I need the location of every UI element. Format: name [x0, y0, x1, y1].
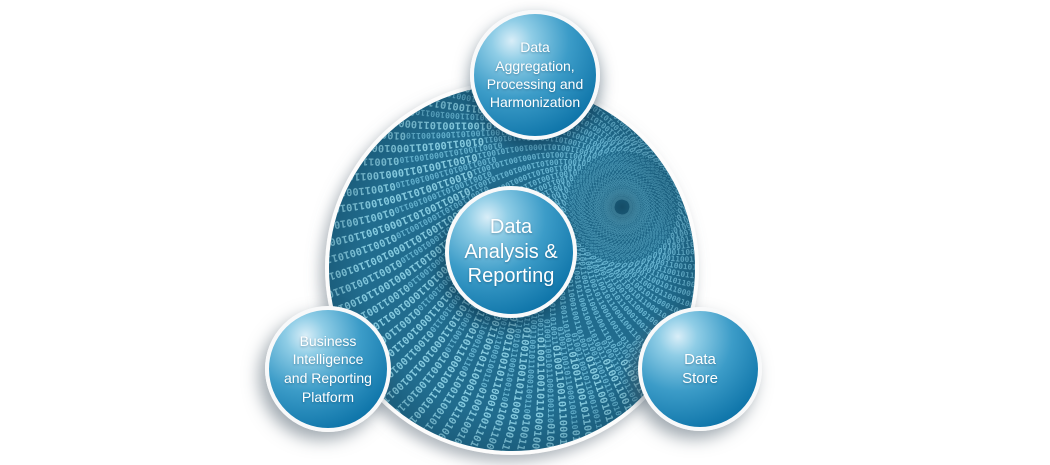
svg-text:01001100101100010: 01001100101100010	[828, 297, 932, 337]
svg-text:010011001011000100110100110001: 010011001011000100110100110001	[614, 0, 662, 59]
svg-text:01001100101100010: 01001100101100010	[776, 0, 846, 46]
svg-text:01001100101100010: 01001100101100010	[815, 320, 916, 371]
svg-text:010011001011000100110: 010011001011000100110	[747, 225, 850, 260]
svg-text:01001100101100010: 01001100101100010	[822, 39, 914, 109]
svg-text:01001100101100010: 01001100101100010	[848, 180, 954, 208]
svg-text:01001100101100010: 01001100101100010	[671, 425, 721, 465]
svg-text:01001100101100010: 01001100101100010	[735, 0, 786, 14]
svg-text:01001100101100010: 01001100101100010	[395, 0, 481, 36]
svg-text:010011001011000100110100110001: 010011001011000100110100110001	[770, 199, 955, 247]
svg-text:01001100101100010: 01001100101100010	[423, 0, 501, 20]
node-data-store: Data Store	[638, 307, 762, 431]
svg-text:01001100101100010011010011: 01001100101100010011010011	[671, 68, 696, 190]
svg-text:01001100101100010: 01001100101100010	[620, 433, 648, 465]
svg-text:010011001011000100110: 010011001011000100110	[665, 0, 689, 88]
svg-text:01001100101100010011010011: 01001100101100010011010011	[676, 97, 736, 209]
svg-text:01001100101100010: 01001100101100010	[595, 432, 613, 465]
svg-text:010011001011000100110100110001: 010011001011000100110100110001	[760, 261, 948, 284]
node-business-intelligence-label: Business Intelligence and Reporting Plat…	[284, 332, 372, 405]
svg-text:010011001011000100110100110001: 010011001011000100110100110001	[768, 56, 923, 177]
svg-text:01001100101100010: 01001100101100010	[764, 378, 850, 456]
svg-text:010011001011000100110100110001: 010011001011000100110100110001	[676, 0, 699, 69]
svg-text:01001100101100010: 01001100101100010	[832, 72, 930, 132]
svg-text:01001100101100010: 01001100101100010	[312, 77, 416, 117]
svg-text:010011001011000100110100110001: 010011001011000100110100110001	[698, 0, 734, 77]
svg-text:010011001011000100110: 010011001011000100110	[705, 0, 722, 105]
svg-text:010011001011000100110: 010011001011000100110	[751, 102, 829, 184]
svg-text:010011001011000100110100110001: 010011001011000100110100110001	[712, 0, 768, 88]
svg-text:010011001011000100110100110001: 010011001011000100110100110001	[773, 125, 947, 212]
svg-text:01001100101100010011010011: 01001100101100010011010011	[675, 86, 723, 203]
svg-text:01001100101100010: 01001100101100010	[712, 0, 752, 1]
node-business-intelligence: Business Intelligence and Reporting Plat…	[265, 306, 391, 432]
svg-text:010011001011000100110: 010011001011000100110	[614, 0, 660, 78]
svg-text:010011001011000100110: 010011001011000100110	[726, 25, 766, 128]
node-data-store-label: Data Store	[682, 350, 718, 388]
svg-text:01001100101100010: 01001100101100010	[783, 361, 875, 431]
svg-text:01001100101100010: 01001100101100010	[743, 394, 821, 465]
svg-text:010011001011000100110100110001: 010011001011000100110100110001	[747, 0, 859, 128]
svg-text:010011001011000100110100110001: 010011001011000100110100110001	[752, 283, 939, 319]
svg-text:010011001011000100110: 010011001011000100110	[754, 174, 850, 230]
svg-text:010011001011000100110100110001: 010011001011000100110100110001	[725, 0, 801, 100]
svg-text:01001100101100010: 01001100101100010	[454, 0, 524, 7]
svg-text:01001100101100010: 01001100101100010	[846, 143, 950, 182]
node-data-analysis-reporting-label: Data Analysis & Reporting	[464, 216, 558, 288]
svg-text:01001100101100010011010011: 01001100101100010011010011	[668, 61, 686, 184]
svg-text:010011001011000100110100110001: 010011001011000100110100110001	[766, 233, 954, 264]
svg-text:010011001011000100110: 010011001011000100110	[741, 60, 801, 155]
svg-text:01001100101100010: 01001100101100010	[369, 0, 461, 53]
svg-text:010011001011000100110: 010011001011000100110	[747, 80, 816, 169]
svg-text:010011001011000100110: 010011001011000100110	[754, 149, 845, 215]
svg-text:01001100101100010: 01001100101100010	[793, 0, 871, 65]
svg-text:010011001011000100110: 010011001011000100110	[689, 0, 702, 95]
svg-text:01001100101100010: 01001100101100010	[847, 216, 953, 234]
svg-text:010011001011000100110100110001: 010011001011000100110100110001	[772, 162, 952, 230]
svg-text:01001100101100010: 01001100101100010	[347, 12, 444, 73]
svg-text:01001100101100010011010011: 01001100101100010011010011	[673, 77, 708, 197]
svg-text:01001100101100010: 01001100101100010	[838, 273, 943, 302]
node-data-aggregation: Data Aggregation, Processing and Harmoni…	[470, 10, 600, 140]
svg-text:010011001011000100110: 010011001011000100110	[724, 290, 829, 307]
svg-text:01001100101100010: 01001100101100010	[800, 341, 897, 402]
svg-text:010011001011000100110100110001: 010011001011000100110100110001	[648, 0, 679, 63]
svg-text:010011001011000100110: 010011001011000100110	[716, 11, 745, 115]
svg-text:01001100101100010: 01001100101100010	[840, 107, 942, 157]
svg-text:010011001011000100110: 010011001011000100110	[734, 41, 784, 140]
svg-text:01001100101100010: 01001100101100010	[327, 44, 428, 95]
svg-text:010011001011000100110: 010011001011000100110	[741, 250, 845, 274]
svg-text:010011001011000100110: 010011001011000100110	[751, 199, 851, 245]
svg-text:01001100101100010: 01001100101100010	[844, 247, 950, 265]
svg-text:010011001011000100110100110001: 010011001011000100110100110001	[771, 90, 937, 195]
svg-text:01001100101100010: 01001100101100010	[756, 0, 817, 29]
svg-text:010011001011000100110100110001: 010011001011000100110100110001	[756, 0, 884, 144]
svg-text:010011001011000100110100110001: 010011001011000100110100110001	[737, 0, 832, 113]
svg-text:01001100101100010: 01001100101100010	[809, 8, 895, 86]
svg-text:010011001011000100110100110001: 010011001011000100110100110001	[741, 297, 925, 353]
node-data-analysis-reporting: Data Analysis & Reporting	[445, 186, 577, 318]
svg-text:010011001011000100110: 010011001011000100110	[754, 125, 839, 200]
svg-text:010011001011000100110: 010011001011000100110	[640, 0, 675, 82]
svg-text:01001100101100010: 01001100101100010	[646, 431, 685, 465]
node-data-aggregation-label: Data Aggregation, Processing and Harmoni…	[486, 39, 584, 111]
svg-text:010011001011000100110100110001: 010011001011000100110100110001	[763, 23, 905, 160]
svg-text:010011001011000100110: 010011001011000100110	[734, 274, 838, 287]
